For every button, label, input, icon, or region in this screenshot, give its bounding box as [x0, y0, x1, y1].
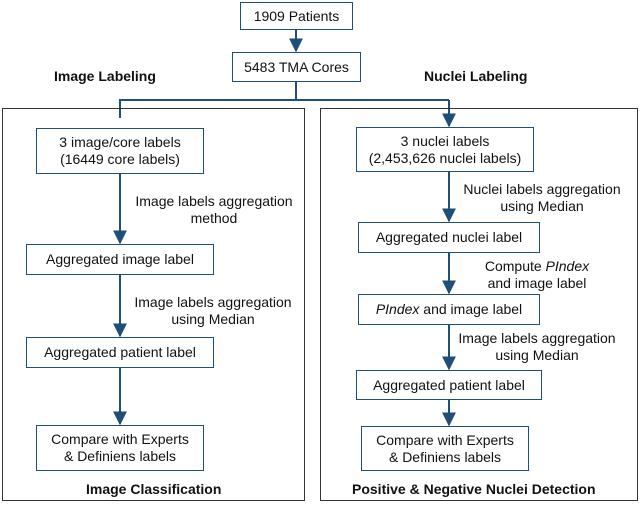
left-compare-box: Compare with Experts & Definiens labels — [36, 425, 204, 471]
left-step1-line2: method — [190, 210, 238, 226]
aggregated-image-label: Aggregated image label — [46, 251, 194, 267]
left-step1-line1: Image labels aggregation — [135, 193, 293, 209]
right-step-image-median: Image labels aggregation using Median — [448, 330, 626, 364]
tma-cores-box: 5483 TMA Cores — [232, 52, 361, 82]
left-compare-line1: Compare with Experts — [51, 431, 189, 447]
right-step-compute-pindex: Compute PIndex and image label — [462, 258, 612, 292]
right-step2-line2: and image label — [487, 275, 587, 291]
nuclei-labels-box: 3 nuclei labels (2,453,626 nuclei labels… — [356, 127, 534, 172]
right-step1-line2: using Median — [500, 198, 584, 214]
right-compare-line1: Compare with Experts — [376, 431, 514, 448]
right-panel — [320, 108, 638, 501]
aggregated-image-label-box: Aggregated image label — [26, 244, 214, 275]
right-step1-line1: Nuclei labels aggregation — [463, 181, 621, 197]
right-step-nuclei-median: Nuclei labels aggregation using Median — [452, 181, 632, 215]
image-core-labels-line2: (16449 core labels) — [60, 151, 180, 167]
right-aggregated-patient-label-box: Aggregated patient label — [356, 370, 542, 400]
pindex-term-box: PIndex — [375, 301, 420, 317]
pindex-box-rest: and image label — [419, 301, 523, 317]
image-core-labels-box: 3 image/core labels (16449 core labels) — [36, 128, 204, 174]
pindex-image-label: PIndex and image label — [376, 301, 522, 318]
right-step3-line1: Image labels aggregation — [458, 330, 616, 346]
split-connector — [119, 82, 297, 118]
aggregated-nuclei-label-box: Aggregated nuclei label — [358, 222, 540, 253]
right-heading: Nuclei Labeling — [424, 68, 528, 84]
left-compare-line2: & Definiens labels — [63, 448, 177, 464]
left-aggregated-patient-label-box: Aggregated patient label — [26, 337, 214, 368]
left-step-aggregation-method: Image labels aggregation method — [128, 193, 300, 227]
left-aggregated-patient-label: Aggregated patient label — [44, 344, 196, 360]
right-step2-line1: Compute PIndex — [462, 258, 612, 275]
left-step-median: Image labels aggregation using Median — [124, 294, 302, 328]
right-aggregated-patient-label: Aggregated patient label — [373, 376, 525, 393]
nuclei-labels-line2: (2,453,626 nuclei labels) — [368, 149, 522, 166]
aggregated-nuclei-label: Aggregated nuclei label — [375, 229, 523, 245]
patients-box: 1909 Patients — [240, 2, 353, 30]
right-step3-line2: using Median — [495, 347, 579, 363]
pindex-image-label-box: PIndex and image label — [358, 294, 540, 325]
right-footer: Positive & Negative Nuclei Detection — [352, 481, 596, 497]
left-footer: Image Classification — [86, 481, 222, 497]
nuclei-labels-line1: 3 nuclei labels — [400, 132, 490, 149]
left-heading: Image Labeling — [54, 68, 156, 84]
left-step2-line1: Image labels aggregation — [134, 294, 292, 310]
tma-cores-label: 5483 TMA Cores — [244, 58, 349, 75]
right-compare-line2: & Definiens labels — [388, 448, 502, 465]
left-step2-line2: using Median — [171, 311, 255, 327]
compute-word: Compute — [484, 258, 546, 274]
right-compare-box: Compare with Experts & Definiens labels — [361, 426, 529, 471]
patients-label: 1909 Patients — [253, 7, 340, 24]
left-panel — [2, 108, 305, 501]
image-core-labels-line1: 3 image/core labels — [59, 134, 181, 150]
pindex-term: PIndex — [545, 258, 590, 274]
